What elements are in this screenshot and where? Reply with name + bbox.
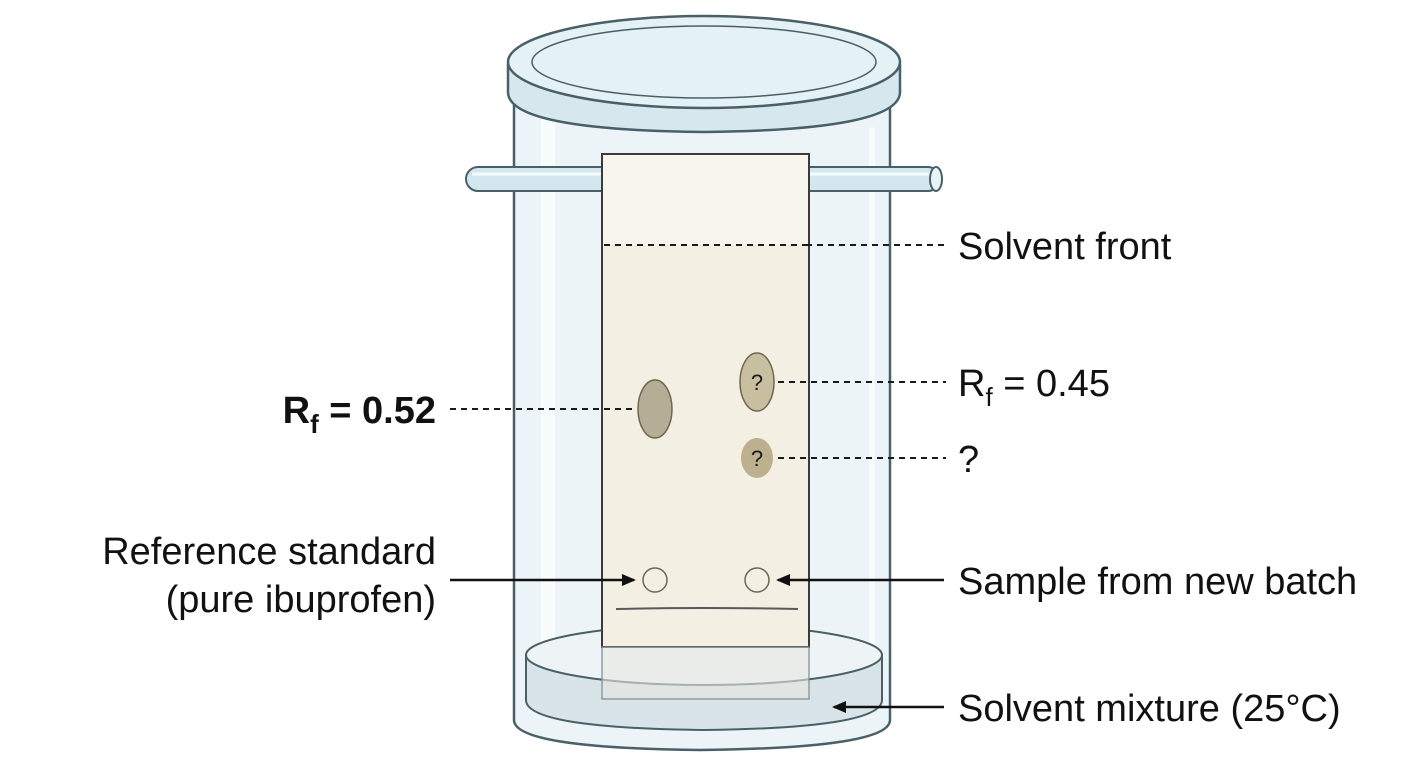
unknown-spot-label: ? [958, 439, 979, 481]
reference-origin-spot [642, 567, 668, 593]
chamber-lid [506, 14, 902, 134]
tlc-plate [601, 153, 810, 700]
rf-right-sub: f [985, 382, 993, 412]
sample-label: Sample from new batch [958, 561, 1357, 603]
rf-right-r: R [958, 363, 985, 405]
rf-left-sub: f [310, 409, 319, 439]
reference-label-line1: Reference standard [102, 531, 436, 573]
sample-origin-spot [744, 567, 770, 593]
sample-spot-upper [739, 352, 775, 412]
tlc-spots: ? ? [637, 352, 775, 593]
leader-lines [450, 244, 946, 459]
solvent-front-label: Solvent front [958, 226, 1172, 268]
rf-right-label: Rf = 0.45 [958, 363, 1110, 412]
rf-left-label: Rf = 0.52 [283, 390, 436, 439]
sample-spot-lower-mark: ? [751, 446, 763, 471]
reference-label-line2: (pure ibuprofen) [166, 579, 436, 621]
rf-right-value: = 0.45 [993, 363, 1110, 405]
rf-left-r: R [283, 390, 310, 432]
reference-spot [637, 379, 673, 439]
solvent-mixture-label: Solvent mixture (25°C) [958, 688, 1341, 730]
sample-spot-lower [741, 438, 773, 478]
arrows [450, 574, 944, 713]
rf-left-value: = 0.52 [319, 390, 436, 432]
sample-spot-upper-mark: ? [751, 370, 763, 395]
